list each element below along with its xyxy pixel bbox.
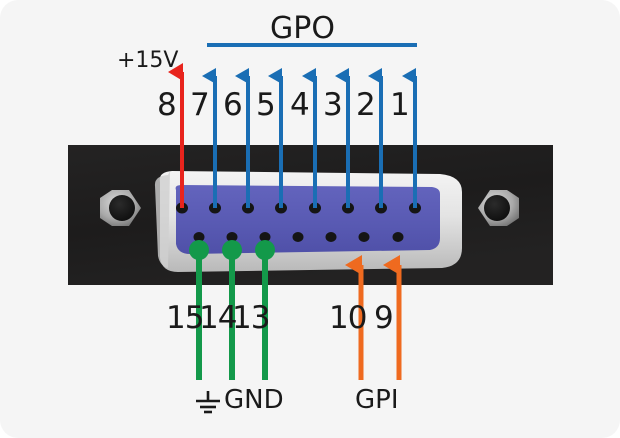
pin-number-13: 13	[232, 300, 270, 336]
ground-symbol	[196, 391, 220, 414]
pin-number-6: 6	[223, 87, 243, 123]
gpo-lines	[202, 68, 417, 208]
gpi-group-label: GPI	[355, 385, 399, 415]
pin-number-10: 10	[329, 300, 367, 336]
gpi-lines	[345, 255, 402, 380]
pin-holes-bottom-row	[193, 232, 404, 242]
pin-number-14: 14	[199, 300, 237, 336]
gnd-dot-pin-13	[255, 240, 275, 260]
supply-voltage-label: +15V	[117, 48, 179, 73]
pin-number-5: 5	[256, 87, 276, 123]
gnd-group-label: GND	[224, 385, 284, 415]
right-jackscrew-nut	[478, 190, 519, 226]
connector-body	[175, 185, 440, 254]
gpo-group-label: GPO	[270, 11, 335, 46]
gnd-dot-pin-15	[189, 240, 209, 260]
gnd-dot-pin-14	[222, 240, 242, 260]
pin-number-2: 2	[356, 87, 376, 123]
left-jackscrew-nut	[100, 190, 141, 226]
gnd-lines	[189, 240, 275, 380]
pin-number-8: 8	[157, 87, 177, 123]
pin-number-3: 3	[323, 87, 343, 123]
pin-number-9: 9	[374, 300, 394, 336]
pin-number-7: 7	[190, 87, 210, 123]
connector-photo	[68, 145, 553, 285]
pin-number-15: 15	[166, 300, 204, 336]
pin-number-1: 1	[390, 87, 410, 123]
pin-number-4: 4	[290, 87, 310, 123]
